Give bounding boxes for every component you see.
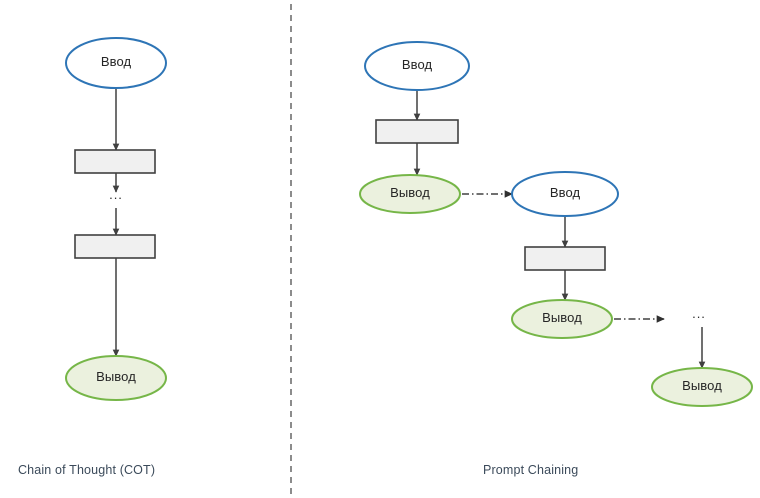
input-node-ellipse[interactable] [65,37,167,89]
edges-layer [112,88,706,369]
process-step-box[interactable] [375,119,459,144]
process-step-box[interactable] [74,234,156,259]
process-step-box[interactable] [524,246,606,271]
ellipsis-marker: ... [109,187,123,202]
output-node-ellipse[interactable] [511,299,613,339]
input-node-ellipse[interactable] [364,41,470,91]
process-step-box[interactable] [74,149,156,174]
output-node-ellipse[interactable] [651,367,753,407]
caption-chain-of-thought: Chain of Thought (COT) [18,463,156,477]
output-node-ellipse[interactable] [359,174,461,214]
output-node-ellipse[interactable] [65,355,167,401]
caption-prompt-chaining: Prompt Chaining [483,463,579,477]
ellipsis-marker: ... [692,306,706,321]
input-node-ellipse[interactable] [511,171,619,217]
nodes-layer [65,37,753,407]
